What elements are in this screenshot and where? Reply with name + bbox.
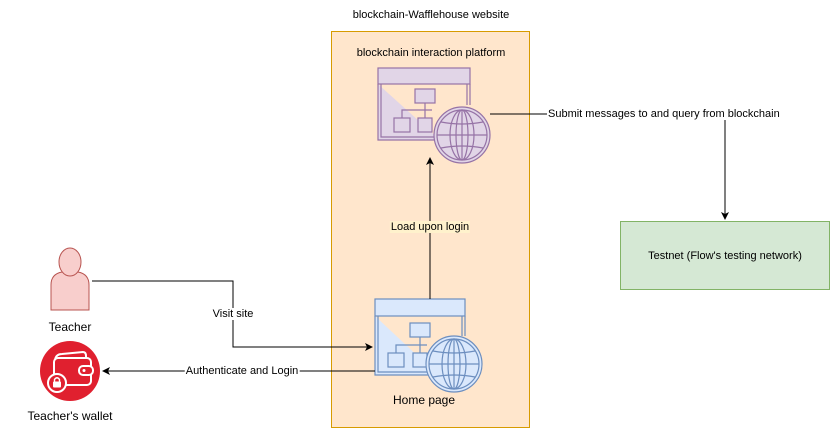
user-icon <box>50 247 90 311</box>
wallet-label: Teacher's wallet <box>27 409 113 423</box>
container-title: blockchain-Wafflehouse website <box>352 9 510 21</box>
edge-label-authenticate-login: Authenticate and Login <box>184 365 300 377</box>
globe-icon <box>425 335 483 393</box>
edge-label-load-upon-login: Load upon login <box>389 221 471 233</box>
home-page-node[interactable] <box>374 298 483 393</box>
platform-node[interactable] <box>377 67 491 164</box>
home-page-label: Home page <box>392 393 456 407</box>
web-sitemap-icon <box>377 67 471 141</box>
teacher-label: Teacher <box>48 320 92 334</box>
edge-submit-query[interactable] <box>490 113 729 220</box>
globe-icon <box>433 106 491 164</box>
wallet-lock-icon <box>40 341 100 401</box>
platform-label: blockchain interaction platform <box>356 47 506 59</box>
edge-label-submit-query: Submit messages to and query from blockc… <box>547 108 781 120</box>
testnet-node[interactable]: Testnet (Flow's testing network) <box>620 221 830 290</box>
teacher-node[interactable] <box>50 247 90 311</box>
edge-label-visit-site: Visit site <box>211 308 255 320</box>
testnet-label: Testnet (Flow's testing network) <box>648 249 802 262</box>
wallet-node[interactable] <box>40 341 100 401</box>
